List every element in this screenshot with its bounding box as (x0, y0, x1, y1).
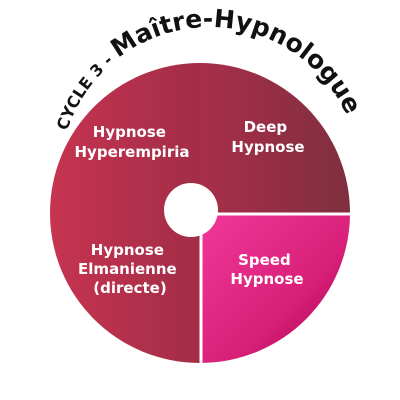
wheel (50, 63, 352, 366)
segment-label-hyperempiria: Hypnose Hyperempiria (75, 123, 190, 161)
label-line: Hypnose (231, 138, 304, 156)
label-line: Hypnose (91, 241, 164, 259)
label-line: Hypnose (93, 123, 166, 141)
center-hole (164, 183, 218, 237)
label-line: (directe) (93, 279, 166, 297)
segment-label-speed: Speed Hypnose (230, 251, 303, 288)
label-line: Speed (238, 251, 291, 269)
label-line: Deep (244, 118, 288, 136)
label-line: Hyperempiria (75, 143, 190, 161)
segment-speed-hypnose[interactable] (200, 213, 350, 363)
segment-left-half (50, 63, 200, 363)
label-line: Elmanienne (78, 260, 177, 278)
segment-deep-hypnose[interactable] (200, 63, 350, 213)
segment-label-deep: Deep Hypnose (231, 118, 304, 156)
segment-label-elmanienne: Hypnose Elmanienne (directe) (78, 241, 182, 297)
label-line: Hypnose (230, 270, 303, 288)
